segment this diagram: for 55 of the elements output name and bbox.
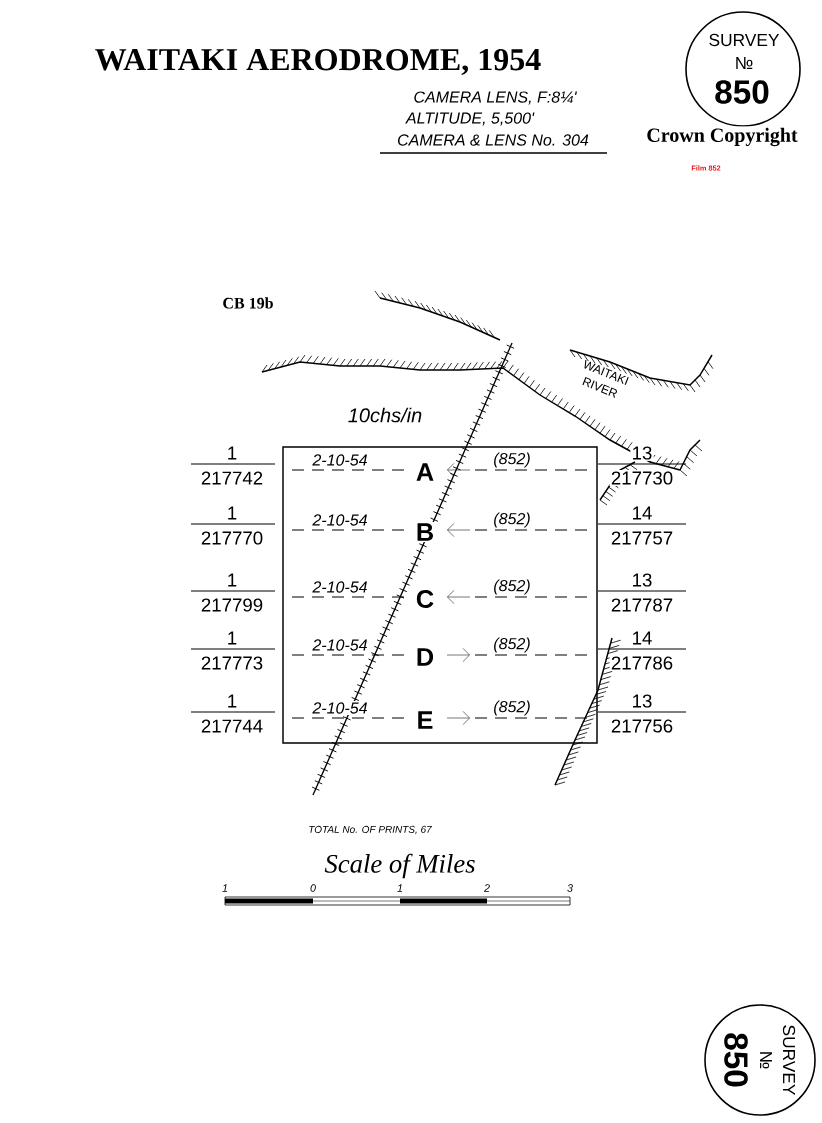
reference-code: CB 19b [221, 296, 275, 310]
run-number: 217786 [609, 655, 675, 671]
scale-tick-label: 0 [308, 882, 318, 894]
run-count: 13 [630, 572, 654, 588]
print-count-note: TOTAL No. OF PRINTS, 67 [307, 824, 433, 836]
camera-note: ALTITUDE, 5,500' [404, 111, 536, 127]
run-date: 2-10-54 [311, 580, 369, 594]
run-number: 217756 [609, 718, 675, 734]
scale-tick-label: 1 [220, 883, 230, 893]
scale-note: 10chs/in [346, 406, 424, 424]
run-letter: C [414, 588, 436, 610]
run-count: 13 [630, 445, 654, 461]
run-count: 1 [225, 445, 239, 461]
run-count: 1 [225, 572, 239, 588]
copyright-note: Crown Copyright [645, 126, 799, 148]
run-number: 217742 [199, 470, 265, 486]
run-count: 14 [630, 630, 654, 646]
scale-title: Scale of Miles [323, 852, 477, 880]
stamp-text: № [758, 1049, 774, 1071]
film-label: (852) [492, 578, 532, 596]
run-count: 14 [630, 505, 654, 521]
film-label: (852) [492, 451, 532, 469]
stamp-text: SURVEY [781, 1023, 797, 1097]
camera-note: CAMERA & LENS No. 304 [395, 133, 591, 147]
stamp-text: 850 [712, 78, 772, 106]
run-count: 1 [225, 630, 239, 646]
film-label: (852) [492, 699, 532, 717]
title: WAITAKI AERODROME, 1954 [95, 48, 541, 76]
run-count: 1 [225, 505, 239, 521]
run-date: 2-10-54 [311, 453, 369, 467]
scale-tick-label: 2 [482, 882, 492, 894]
run-number: 217757 [609, 530, 675, 546]
scale-tick-label: 1 [395, 883, 405, 893]
film-label: (852) [492, 636, 532, 654]
scale-tick-label: 3 [565, 882, 575, 894]
run-letter: B [414, 521, 436, 543]
run-number: 217730 [609, 470, 675, 486]
film-label: (852) [492, 511, 532, 529]
camera-note: CAMERA LENS, F:8¼' [412, 90, 578, 106]
run-date: 2-10-54 [311, 701, 369, 715]
run-number: 217770 [199, 530, 265, 546]
run-number: 217799 [199, 597, 265, 613]
run-date: 2-10-54 [311, 638, 369, 652]
run-date: 2-10-54 [311, 513, 369, 527]
run-letter: D [414, 646, 436, 668]
run-number: 217773 [199, 655, 265, 671]
run-letter: A [414, 461, 436, 483]
run-number: 217787 [609, 597, 675, 613]
stamp-text: 850 [722, 1030, 750, 1090]
stamp-text: SURVEY [707, 32, 781, 48]
run-letter: E [415, 709, 435, 731]
run-count: 13 [630, 693, 654, 709]
run-number: 217744 [199, 718, 265, 734]
stamp-text: № [733, 55, 755, 71]
run-count: 1 [225, 693, 239, 709]
